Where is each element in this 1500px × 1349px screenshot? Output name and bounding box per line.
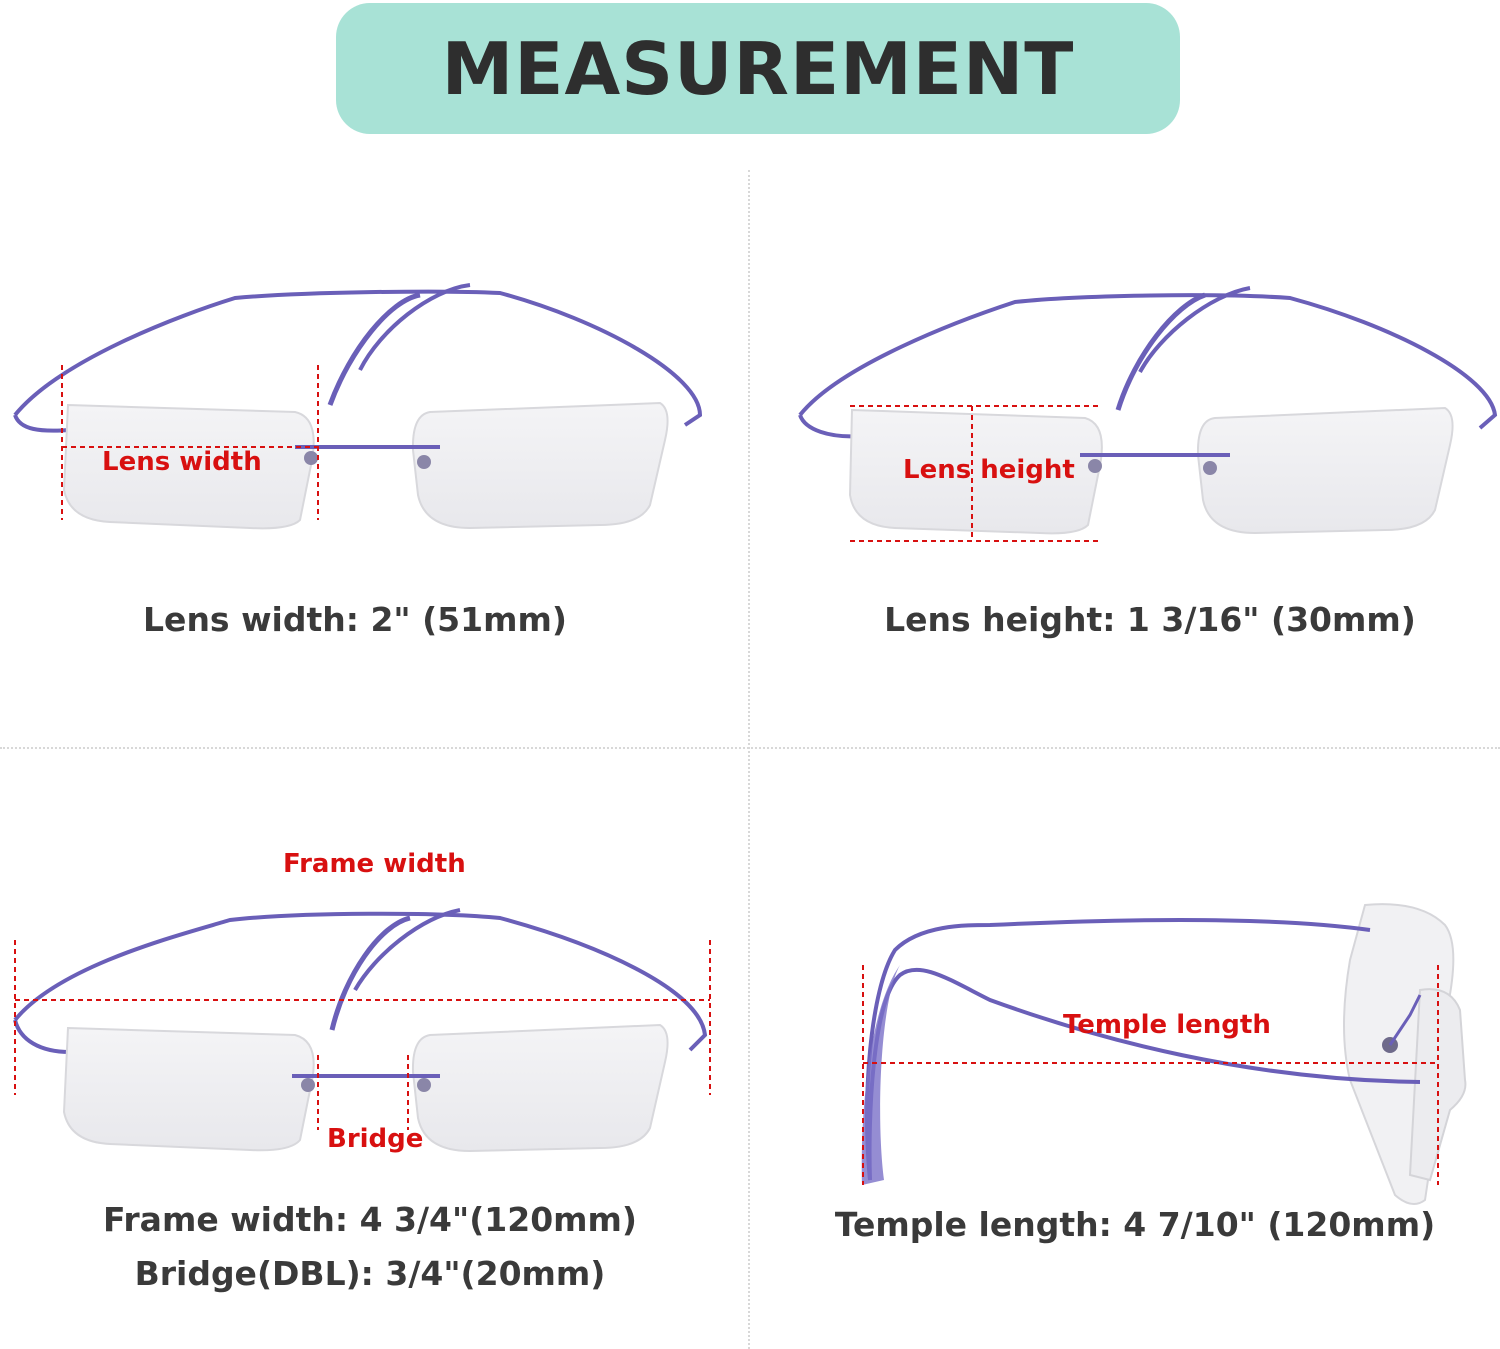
glasses-front-lens-width xyxy=(13,283,703,530)
glasses-side-temple-length xyxy=(861,903,1467,1205)
lens-height-label: Lens height xyxy=(903,455,1075,485)
glasses-front-lens-height xyxy=(798,286,1498,542)
lens-height-caption: Lens height: 1 3/16" (30mm) xyxy=(884,600,1416,639)
lens-width-label: Lens width xyxy=(102,447,262,477)
horizontal-divider xyxy=(0,747,1500,749)
temple-length-caption: Temple length: 4 7/10" (120mm) xyxy=(834,1205,1436,1244)
glasses-front-frame-width xyxy=(13,908,711,1153)
vertical-divider xyxy=(748,170,750,1349)
page-title: MEASUREMENT xyxy=(441,26,1075,111)
bridge-label: Bridge xyxy=(327,1124,424,1154)
lens-width-caption: Lens width: 2" (51mm) xyxy=(143,600,567,639)
bridge-caption: Bridge(DBL): 3/4"(20mm) xyxy=(134,1254,606,1293)
frame-width-caption: Frame width: 4 3/4"(120mm) xyxy=(102,1200,638,1239)
frame-width-label: Frame width xyxy=(283,849,466,879)
header-banner: MEASUREMENT xyxy=(336,3,1180,134)
temple-length-label: Temple length xyxy=(1063,1010,1271,1040)
